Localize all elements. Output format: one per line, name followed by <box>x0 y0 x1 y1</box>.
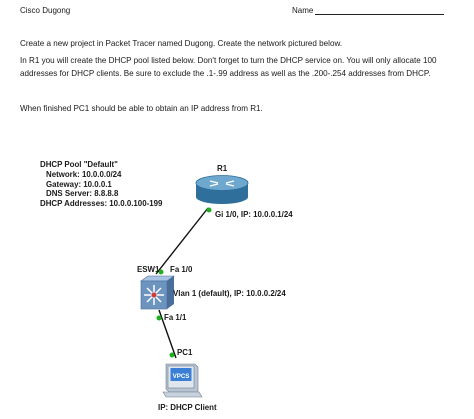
router-icon[interactable] <box>195 175 249 205</box>
multilayer-switch-icon[interactable] <box>140 275 175 310</box>
instruction-paragraph-3: When finished PC1 should be able to obta… <box>20 104 263 113</box>
esw1-label: ESW1 <box>137 265 160 274</box>
esw1-down-port-dot <box>156 315 162 321</box>
esw1-port-down-label: Fa 1/1 <box>164 313 187 322</box>
dhcp-pool-network: Network: 10.0.0.0/24 <box>46 169 122 179</box>
name-underline[interactable] <box>315 14 444 15</box>
name-label: Name <box>292 6 314 15</box>
esw1-up-port-dot <box>158 269 164 275</box>
link-esw1-pc1 <box>158 309 177 359</box>
dhcp-pool-title: DHCP Pool "Default" <box>40 160 118 169</box>
instruction-paragraph-2: In R1 you will create the DHCP pool list… <box>20 56 437 78</box>
document-header-left: Cisco Dugong <box>20 6 71 15</box>
r1-port-label: Gi 1/0, IP: 10.0.0.1/24 <box>215 210 293 219</box>
dhcp-pool-addresses: DHCP Addresses: 10.0.0.100-199 <box>40 199 163 209</box>
esw1-vlan-label: Vlan 1 (default), IP: 10.0.0.2/24 <box>173 289 286 298</box>
pc1-screen-text: VPCS <box>173 373 190 380</box>
vpcs-pc-icon[interactable]: VPCS <box>162 363 203 398</box>
link-r1-esw1 <box>155 207 209 275</box>
r1-port-dot <box>206 207 212 213</box>
r1-label: R1 <box>217 164 228 173</box>
dhcp-pool-gateway: Gateway: 10.0.0.1 <box>46 179 112 189</box>
pc1-port-dot <box>169 352 175 358</box>
dhcp-pool-dns: DNS Server: 8.8.8.8 <box>46 189 119 199</box>
instruction-paragraph-1: Create a new project in Packet Tracer na… <box>20 39 343 48</box>
pc1-label: PC1 <box>177 348 193 357</box>
dhcp-pool-block: DHCP Pool "Default" Network: 10.0.0.0/24… <box>40 160 162 209</box>
esw1-port-up-label: Fa 1/0 <box>170 265 193 274</box>
pc1-ip-label: IP: DHCP Client <box>158 403 217 412</box>
